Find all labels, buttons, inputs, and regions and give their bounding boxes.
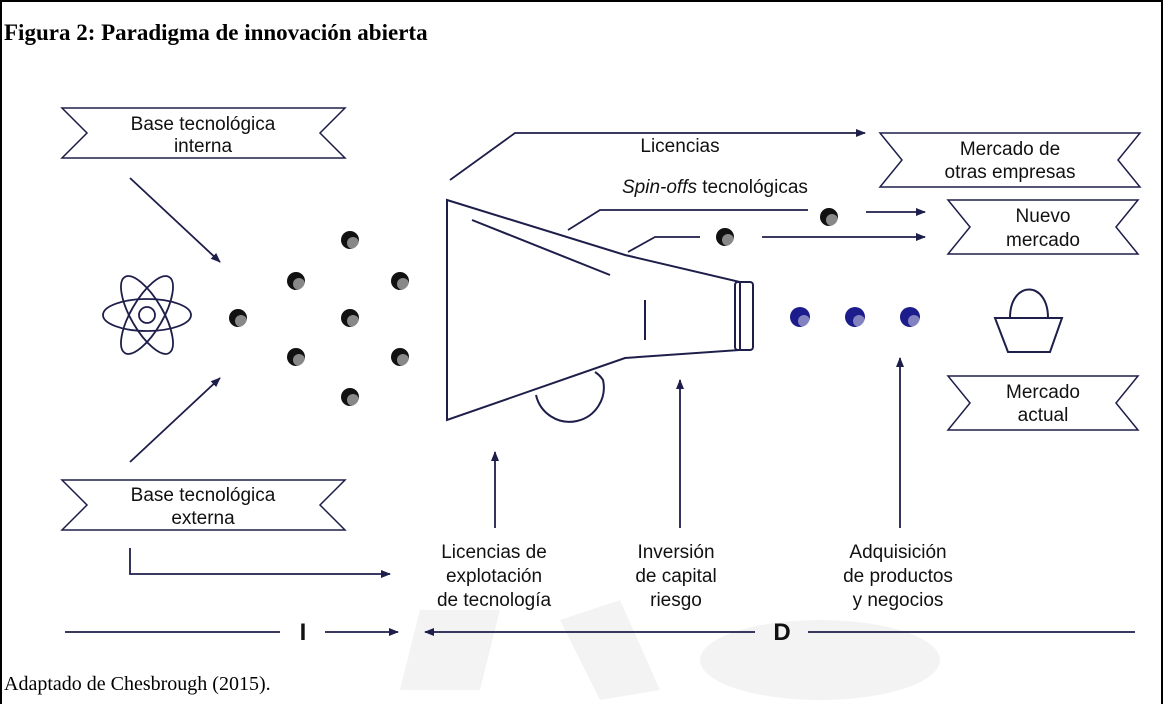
inversion-capital-label: Inversión de capital riesgo xyxy=(635,542,716,611)
dot xyxy=(287,348,305,366)
other-companies-label-2: otras empresas xyxy=(945,162,1076,183)
svg-text:Adquisición: Adquisición xyxy=(849,542,946,563)
dot xyxy=(391,272,409,290)
svg-text:de capital: de capital xyxy=(635,566,716,587)
external-base-label-2: externa xyxy=(171,508,235,529)
new-market-label-1: Nuevo xyxy=(1016,206,1071,227)
upward-arrows xyxy=(491,357,904,528)
figure-caption: Adaptado de Chesbrough (2015). xyxy=(4,673,271,695)
new-market-banner: Nuevo mercado xyxy=(946,199,1140,255)
watermark-logo xyxy=(400,600,940,700)
other-companies-label-1: Mercado de xyxy=(960,139,1060,160)
svg-text:Inversión: Inversión xyxy=(637,542,714,563)
current-market-label-1: Mercado xyxy=(1006,382,1080,403)
funnel-icon xyxy=(446,198,754,423)
internal-base-label-1: Base tecnológica xyxy=(131,114,276,135)
current-market-label-2: actual xyxy=(1018,405,1069,426)
internal-base-label-2: interna xyxy=(174,136,233,157)
dot xyxy=(820,208,838,226)
blue-dot xyxy=(845,307,865,327)
external-base-label-1: Base tecnológica xyxy=(131,485,276,506)
black-dots xyxy=(229,208,838,406)
svg-text:explotación: explotación xyxy=(446,566,542,587)
dot xyxy=(341,309,359,327)
licencias-explotacion-label: Licencias de explotación de tecnología xyxy=(437,542,552,611)
axis-label-d: D xyxy=(773,619,790,646)
axis-label-i: I xyxy=(300,619,307,646)
input-arrows xyxy=(129,177,391,578)
blue-dots xyxy=(790,307,920,327)
blue-dot xyxy=(790,307,810,327)
external-base-banner: Base tecnológica externa xyxy=(60,479,347,531)
blue-dot xyxy=(900,307,920,327)
current-market-banner: Mercado actual xyxy=(946,375,1140,431)
spin-offs-flow xyxy=(567,208,926,253)
dot xyxy=(341,231,359,249)
svg-text:y negocios: y negocios xyxy=(853,590,944,611)
dot xyxy=(716,228,734,246)
licencias-flow xyxy=(449,129,866,181)
new-market-label-2: mercado xyxy=(1006,230,1080,251)
dot xyxy=(229,309,247,327)
svg-text:de productos: de productos xyxy=(843,566,953,587)
svg-text:de tecnología: de tecnología xyxy=(437,590,552,611)
dot xyxy=(287,272,305,290)
svg-text:Licencias de: Licencias de xyxy=(441,542,547,563)
dot xyxy=(341,388,359,406)
figure-title: Figura 2: Paradigma de innovación abiert… xyxy=(4,20,428,45)
licencias-label: Licencias xyxy=(640,136,719,157)
atom-icon xyxy=(102,275,192,355)
adquisicion-label: Adquisición de productos y negocios xyxy=(843,542,953,611)
svg-text:riesgo: riesgo xyxy=(650,590,702,611)
dot xyxy=(391,348,409,366)
internal-base-banner: Base tecnológica interna xyxy=(60,107,347,159)
spin-offs-label: Spin-offs tecnológicas xyxy=(622,177,808,198)
basket-icon xyxy=(993,288,1064,353)
other-companies-market-banner: Mercado de otras empresas xyxy=(878,132,1142,188)
